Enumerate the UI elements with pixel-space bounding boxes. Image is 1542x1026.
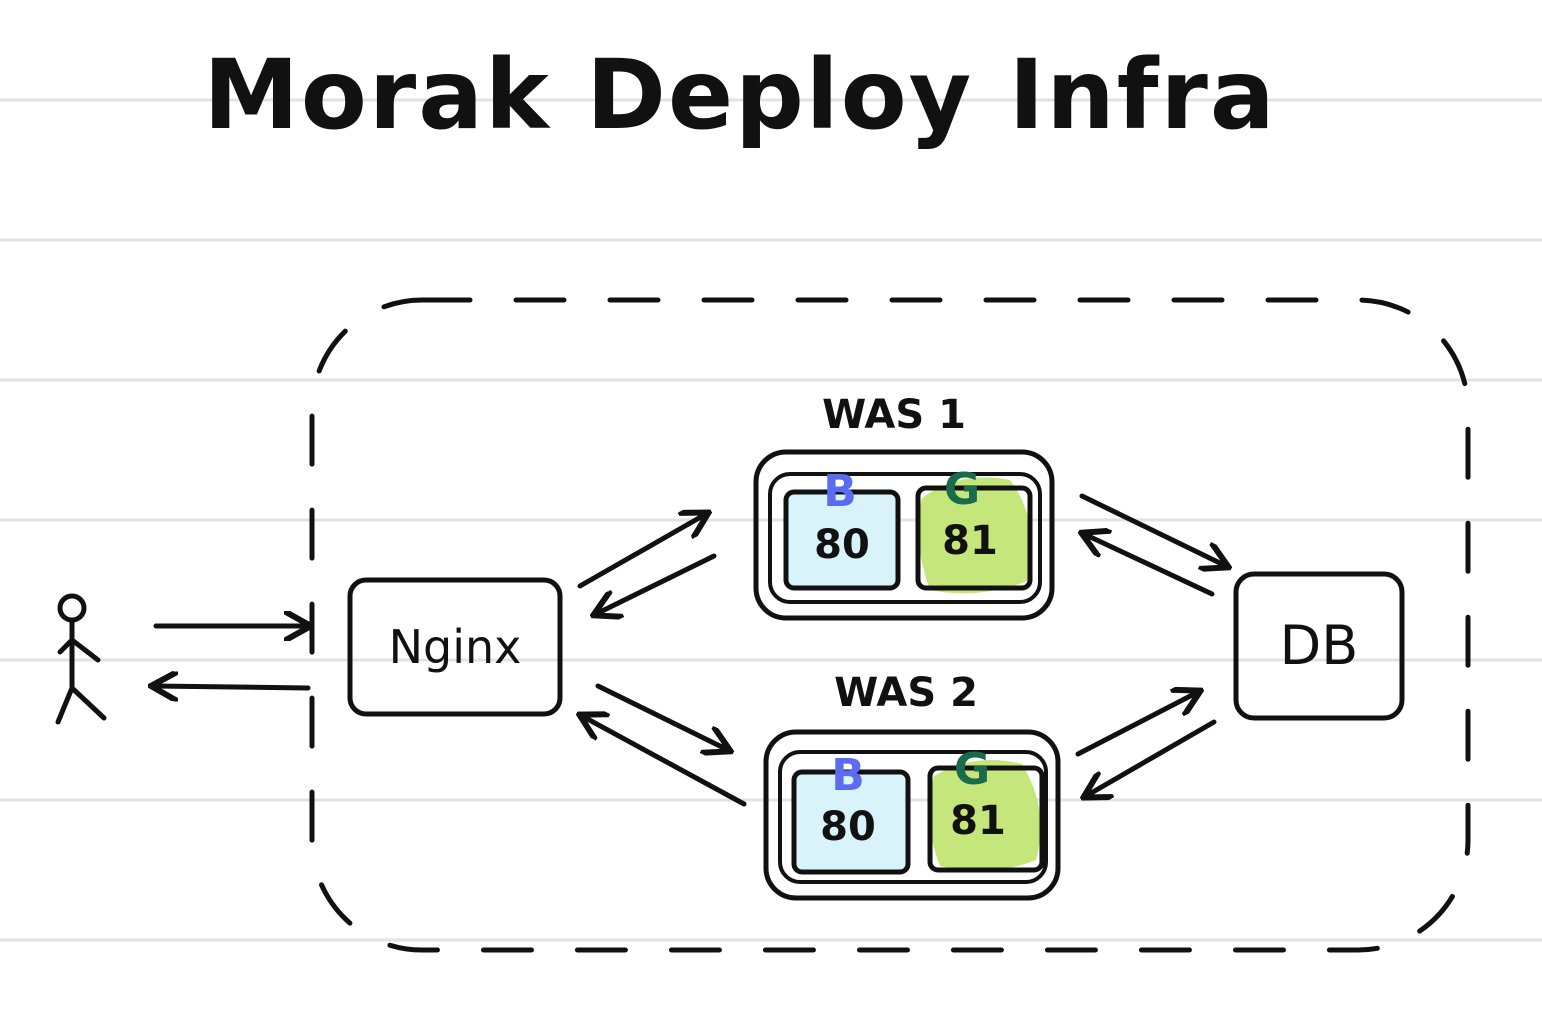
db-label: DB [1280, 614, 1359, 677]
was1-blue-slot [783, 489, 901, 591]
was2-blue-port: 80 [820, 804, 876, 850]
was1-green-port: 81 [942, 518, 998, 564]
nginx-node: Nginx [347, 577, 563, 717]
was2-node: WAS 2 80 B 81 G [763, 670, 1061, 901]
was1-green-letter: G [944, 464, 980, 515]
response-arrow [154, 686, 311, 688]
was1-green-slot [915, 485, 1033, 591]
db-to-was1-arrow [1084, 534, 1215, 597]
was2-blue-letter: B [831, 750, 865, 801]
nginx-label: Nginx [389, 620, 522, 674]
was2-to-db-arrow [1075, 692, 1198, 757]
was2-green-letter: G [954, 744, 990, 795]
was2-green-slot [927, 765, 1045, 873]
was1-to-db-arrow [1079, 493, 1226, 566]
was2-blue-slot [791, 769, 911, 875]
nginx-to-was1-arrow [577, 514, 706, 589]
was2-green-blob [929, 760, 1041, 871]
was1-node: WAS 1 80 B 81 G [753, 392, 1055, 621]
diagram-title: Morak Deploy Infra [203, 39, 1276, 151]
user-icon [55, 593, 107, 725]
was1-green-blob [918, 477, 1033, 594]
was1-to-nginx-arrow [596, 553, 717, 614]
db-node: DB [1233, 571, 1405, 721]
ruled-lines [0, 98, 1542, 942]
was1-blue-port: 80 [814, 522, 870, 568]
nginx-to-was2-arrow [595, 683, 728, 750]
was1-label: WAS 1 [822, 392, 966, 438]
db-to-was2-arrow [1086, 719, 1217, 796]
was2-green-port: 81 [950, 798, 1006, 844]
was2-to-nginx-arrow [582, 716, 747, 807]
was1-blue-letter: B [823, 466, 857, 517]
was2-label: WAS 2 [834, 670, 978, 716]
